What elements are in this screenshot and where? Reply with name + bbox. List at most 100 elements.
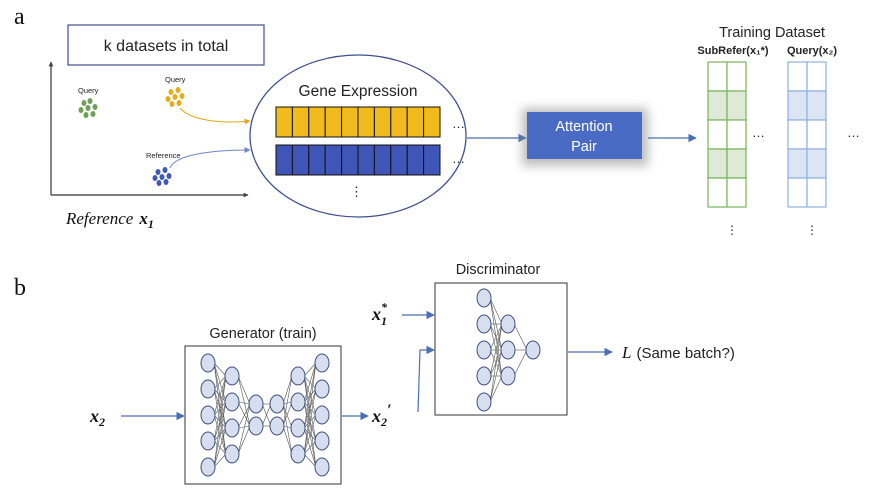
yellow-expression-bar [275, 106, 441, 138]
subrefer-grid-cell [726, 177, 747, 208]
gen-net-node [290, 392, 306, 412]
yellow-bar-cell [423, 106, 441, 138]
gen-net-edge [282, 403, 293, 455]
gen-net-node [290, 444, 306, 464]
gen-net-edge [213, 375, 227, 442]
yellow-bar-cell [390, 106, 408, 138]
subrefer-grid-cell [726, 119, 747, 150]
disc-net-edge [489, 323, 503, 351]
query-grid [787, 61, 827, 208]
yellow-bar-cell [291, 106, 310, 138]
disc-net-node [500, 340, 516, 360]
gen-net-edge [282, 375, 293, 405]
blue-row-ellipsis: … [452, 151, 465, 166]
x2-prime: x2′ [371, 402, 392, 429]
blue-flow-arrow [169, 147, 251, 169]
attention-pair-line1: Attention [555, 119, 612, 135]
blue-bar-cell [357, 144, 375, 176]
attention-pair-line2: Pair [571, 139, 597, 155]
arrow-x2prime-to-disc [417, 345, 435, 413]
query-grid-cell [787, 148, 808, 179]
gen-net-node [200, 431, 216, 451]
gen-net-edge [237, 375, 251, 427]
subrefer-grid-cell [707, 148, 728, 179]
disc-net-node [476, 288, 492, 308]
gen-net-node [314, 353, 330, 373]
query-grid-cell [787, 119, 808, 150]
gen-net-edge [282, 375, 293, 427]
query-grid-cell [787, 90, 808, 121]
subrefer-grid-cell [726, 148, 747, 179]
gen-net-edge [237, 403, 251, 455]
gen-net-edges [213, 362, 317, 468]
gen-net-edge [282, 401, 293, 405]
subrefer-grid-cell [726, 61, 747, 92]
gen-net-edge [213, 375, 227, 468]
gen-net-edge [303, 388, 317, 455]
gen-net-edge [213, 401, 227, 468]
yellow-row-ellipsis: … [452, 116, 465, 131]
gen-net-node [248, 416, 264, 436]
gen-net-edge [303, 362, 317, 377]
panel-b-label: b [14, 275, 26, 301]
disc-net-node [525, 340, 541, 360]
gen-net-node [200, 353, 216, 373]
blue-bar-cell [406, 144, 425, 176]
gen-net-edge [303, 414, 317, 455]
query-grid-cell [787, 61, 808, 92]
grid-ellipsis-1: … [752, 125, 765, 140]
disc-net-node [500, 314, 516, 334]
disc-net-edge [513, 349, 528, 377]
blue-bar-cell [308, 144, 326, 176]
disc-net-node [476, 314, 492, 334]
blue-bar-cell [390, 144, 408, 176]
subrefer-label: SubRefer(x₁*) [697, 45, 769, 57]
gen-net-edge [237, 401, 251, 405]
query-grid-cell [806, 61, 827, 92]
gen-net-node [314, 405, 330, 425]
yellow-bar-cell [373, 106, 392, 138]
gen-net-edge [282, 425, 293, 429]
gen-net-node [290, 366, 306, 386]
yellow-flow-arrow [179, 107, 251, 125]
query-label-yellow: Query [165, 75, 186, 84]
blue-grid-vellipsis: ⋮ [806, 223, 818, 237]
disc-net-node [476, 392, 492, 412]
yellow-bar-cell [324, 106, 343, 138]
disc-net-node [500, 366, 516, 386]
yellow-bar-cell [341, 106, 359, 138]
subrefer-grid-cell [707, 177, 728, 208]
disc-net-edge [489, 375, 503, 403]
datasets-box-label: k datasets in total [104, 38, 229, 55]
training-dataset-title: Training Dataset [719, 25, 825, 41]
gen-net-node [200, 379, 216, 399]
green-cluster [78, 98, 98, 118]
panel-a-label: a [14, 4, 25, 30]
gen-net-node [269, 394, 285, 414]
gen-net-node [200, 457, 216, 477]
gen-net-node [269, 416, 285, 436]
gen-net-node [200, 405, 216, 425]
generator-network [200, 353, 330, 477]
gen-net-edge [213, 427, 227, 468]
yellow-bar-cell [406, 106, 425, 138]
loss-output: L(Same batch?) [621, 343, 735, 362]
disc-net-edge [489, 323, 503, 403]
blue-expression-bar [275, 144, 441, 176]
gen-net-edge [303, 440, 317, 455]
gen-net-edge [303, 362, 317, 455]
x1-star: x1* [371, 300, 388, 328]
gen-net-edge [282, 401, 293, 427]
blue-bar-cell [373, 144, 392, 176]
gen-net-node [224, 392, 240, 412]
query-grid-cell [806, 90, 827, 121]
gen-net-edge [213, 362, 227, 377]
gen-net-edge [303, 453, 317, 468]
gen-net-edge [237, 403, 251, 429]
attention-pair-box [527, 112, 642, 159]
discriminator-title: Discriminator [456, 262, 541, 278]
gen-net-edge [237, 401, 251, 427]
gen-net-edge [213, 375, 227, 390]
